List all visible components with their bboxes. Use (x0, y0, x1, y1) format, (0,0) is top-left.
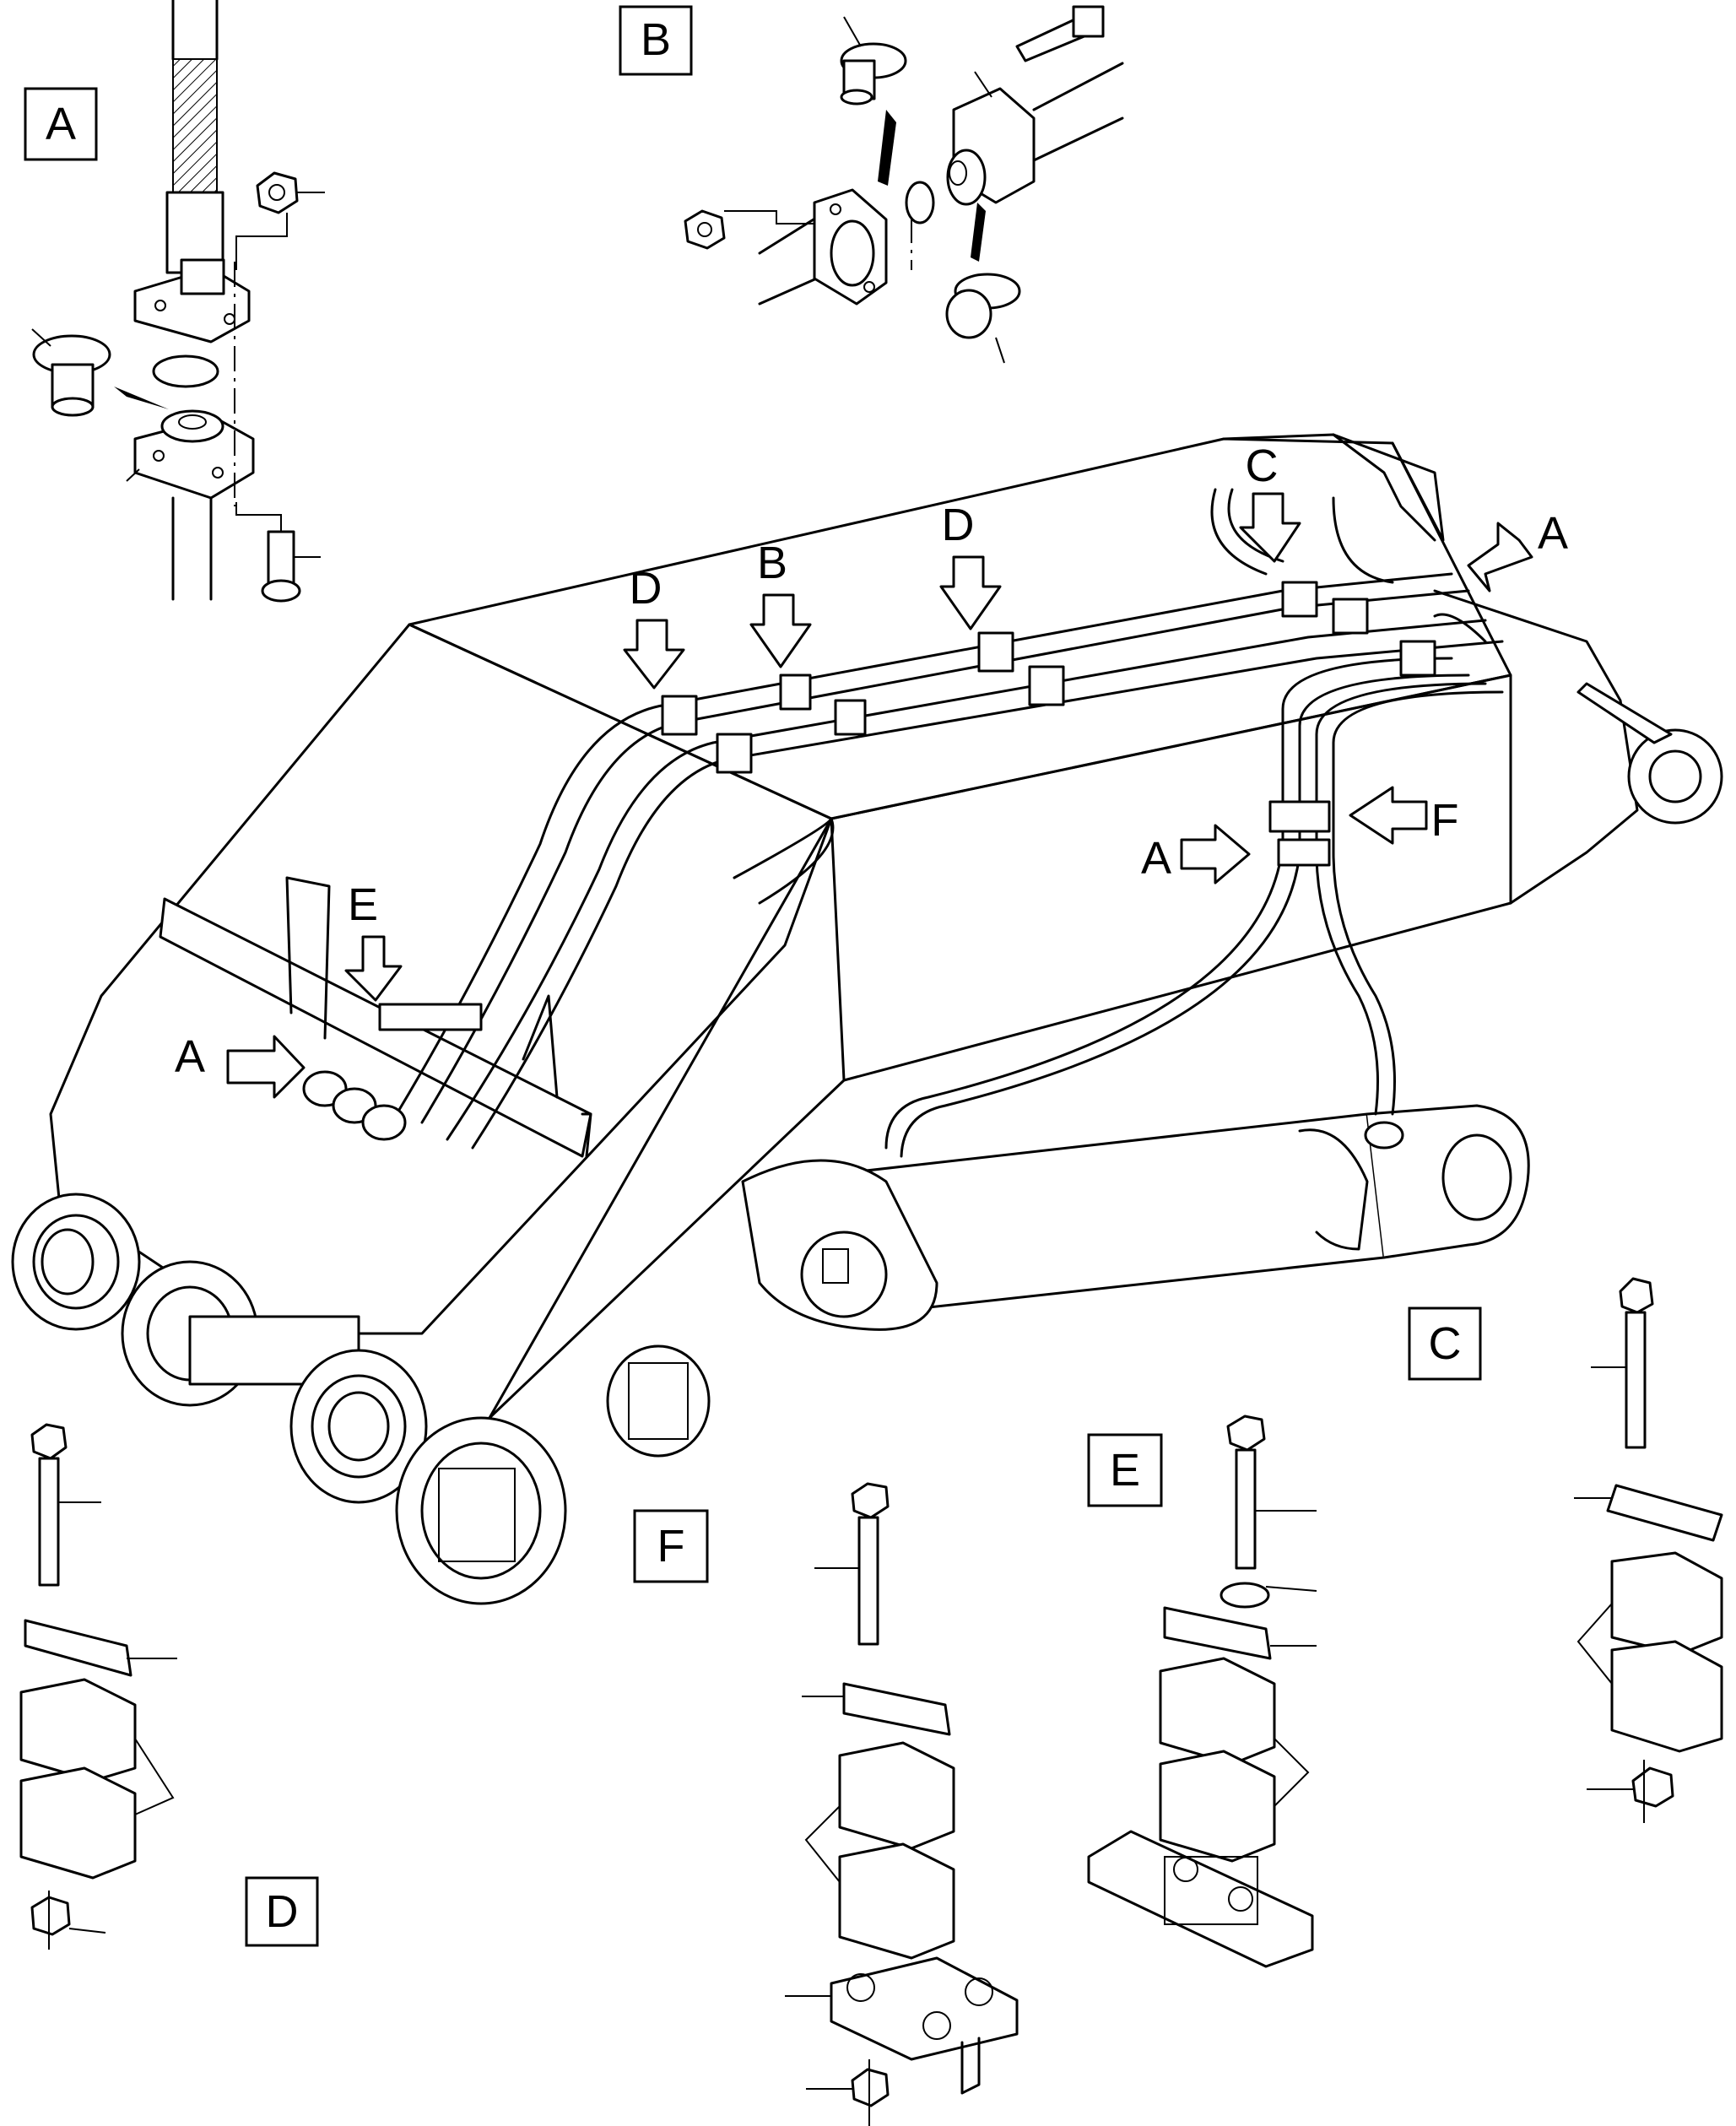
callout-d-right: D (939, 500, 1002, 630)
cover-plate-d (24, 1619, 132, 1677)
o-ring (152, 354, 219, 388)
boom-front-lugs (11, 1193, 711, 1605)
nut-b (684, 209, 726, 250)
clamp-bolt-e (1235, 1448, 1257, 1570)
nut-d (30, 1896, 71, 1936)
boom-foot-housing (1433, 589, 1639, 905)
clamp-half-upper-e (1159, 1657, 1276, 1766)
detail-b-flange-assembly: B (619, 5, 1124, 364)
boom-main-assembly (11, 433, 1723, 1605)
clamp-half-lower-e (1159, 1750, 1276, 1863)
callout-b: B (749, 538, 812, 668)
boom-foot-pin (1627, 728, 1723, 825)
washer-tab-e (1220, 1582, 1270, 1609)
hex-nut (256, 171, 299, 214)
detail-a-label: A (24, 87, 98, 161)
svg-text:A: A (1141, 833, 1171, 884)
detail-f-label: F (633, 1509, 709, 1583)
pipe-clamps (378, 581, 1436, 1031)
hydraulic-cylinder (741, 1104, 1530, 1331)
svg-text:D: D (942, 500, 975, 550)
svg-text:A: A (46, 99, 76, 149)
svg-text:E: E (348, 879, 378, 930)
o-ring-b (905, 181, 935, 225)
svg-text:F: F (1431, 795, 1459, 846)
callout-a-right-top: A (1467, 508, 1568, 592)
detail-c-clamp-assembly: C (1408, 1277, 1723, 1823)
cover-plate-e (1163, 1606, 1272, 1660)
detail-c-label: C (1408, 1306, 1482, 1381)
detail-e-label: E (1087, 1433, 1163, 1507)
cylinder-pin (800, 1231, 888, 1318)
callout-a-left: A (175, 1031, 306, 1099)
cross-bracket-plate (159, 897, 592, 1158)
detail-a-flange-assembly: A (24, 0, 325, 603)
callout-e: E (344, 879, 403, 1002)
clamp-bolt-c (1625, 1311, 1647, 1449)
hydraulic-pipe-routing (395, 488, 1504, 1158)
svg-text:D: D (266, 1886, 299, 1937)
callout-f: F (1349, 786, 1459, 846)
cover-plate-f (842, 1682, 951, 1736)
nut-c (1631, 1766, 1674, 1808)
svg-text:D: D (630, 563, 662, 614)
svg-text:E: E (1110, 1445, 1140, 1496)
hose-braided (172, 58, 218, 195)
detail-f-clamp-assembly: F (633, 1482, 1019, 2126)
boom-front-face (49, 623, 833, 1335)
svg-text:B: B (641, 14, 671, 65)
detail-b-label: B (619, 5, 693, 76)
svg-text:C: C (1246, 441, 1279, 491)
bolt-b (1015, 5, 1105, 62)
svg-text:F: F (657, 1521, 685, 1572)
callout-a-mid: A (1141, 824, 1251, 884)
cylinder-end-eye (1366, 1104, 1530, 1259)
clamp-half-upper-d (19, 1678, 137, 1782)
clamp-half-upper-c (1610, 1551, 1723, 1656)
clamp-bolt-d (38, 1457, 60, 1587)
callout-c: C (1239, 441, 1301, 563)
svg-text:A: A (175, 1031, 205, 1082)
detail-d-label: D (245, 1876, 319, 1947)
svg-text:A: A (1538, 508, 1568, 559)
clamp-bolt-f (857, 1516, 879, 1646)
clamp-half-lower-f (838, 1842, 955, 1960)
cover-plate-c (1606, 1484, 1723, 1542)
clamp-half-upper-f (838, 1741, 955, 1850)
detail-d-clamp-assembly: D (19, 1423, 319, 1950)
mounting-rail-e (1087, 1830, 1314, 1968)
detail-e-clamp-assembly: E (1087, 1415, 1317, 1968)
clamp-half-lower-d (19, 1766, 137, 1880)
clamp-half-lower-c (1610, 1640, 1723, 1753)
callout-d-left: D (623, 563, 685, 690)
mounting-bracket-f (830, 1956, 1019, 2061)
svg-text:B: B (757, 538, 787, 588)
svg-text:C: C (1429, 1318, 1462, 1369)
